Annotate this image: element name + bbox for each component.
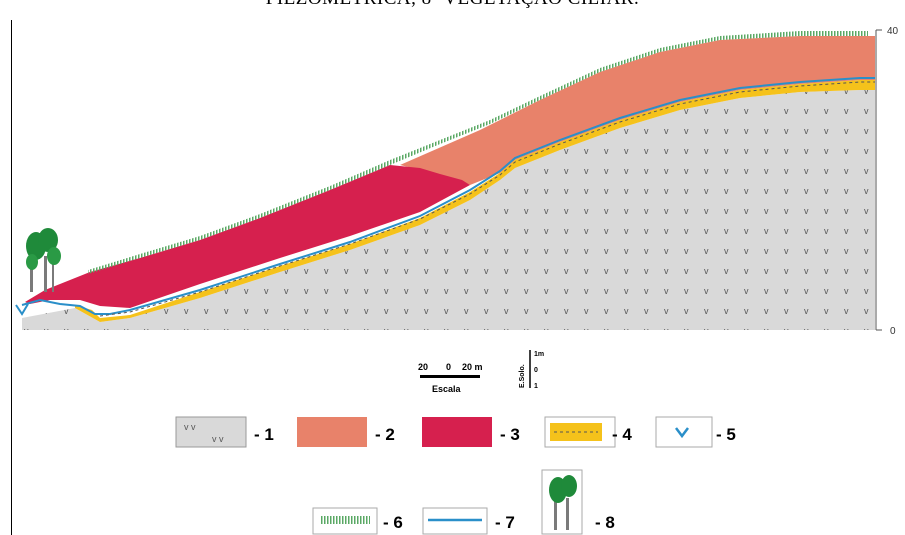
legend-item-8: - 8	[541, 469, 615, 535]
legend-item-7: - 7	[422, 507, 515, 535]
vertical-scale-bottom-label: 0	[890, 326, 896, 337]
legend-label-2: - 2	[375, 425, 395, 444]
salmon-soil-layer	[400, 36, 875, 185]
legend-item-3: - 3	[422, 417, 520, 447]
frame-left-border	[11, 20, 12, 535]
soil-scale-bottom: 1	[534, 383, 538, 390]
legend-label-5: - 5	[716, 425, 736, 444]
hscale-caption: Escala	[432, 384, 462, 394]
legend-label-4: - 4	[612, 425, 632, 444]
red-soil-layer	[25, 165, 470, 308]
soil-scale-caption: E.Solo.	[519, 364, 526, 388]
soil-scale-top: 1m	[534, 351, 544, 358]
legend-label-6: - 6	[383, 513, 403, 532]
riparian-tree-icon	[26, 228, 61, 292]
water-table-legend-icon	[675, 427, 689, 439]
bedrock-v-pattern	[22, 90, 875, 330]
legend-item-4: - 4	[544, 416, 632, 448]
water-table-icon	[15, 303, 29, 316]
legend-label-1: - 1	[254, 425, 274, 444]
svg-text:v v: v v	[184, 422, 196, 432]
legend-item-2: - 2	[297, 417, 395, 447]
piezometric-line	[21, 77, 875, 315]
hscale-bar	[420, 375, 480, 378]
surface-vegetation-strip	[88, 31, 868, 274]
soil-scale-middle: 0	[534, 367, 538, 374]
hscale-right-label: 20 m	[462, 362, 483, 372]
legend-item-6: - 6	[312, 507, 403, 535]
vertical-scale-top-label: 40	[887, 26, 899, 37]
dashed-line	[99, 81, 875, 317]
legend-item-1: v v v v - 1	[175, 416, 274, 448]
figure-title: PIEZOMÉTRICA, 8- VEGETAÇÃO CILIAR.	[0, 0, 905, 10]
legend-label-8: - 8	[595, 513, 615, 532]
legend-item-5: - 5	[655, 416, 736, 448]
legend-label-7: - 7	[495, 513, 515, 532]
hscale-left-label: 20	[418, 362, 428, 372]
legend-label-3: - 3	[500, 425, 520, 444]
svg-text:v v: v v	[212, 434, 224, 444]
hscale-middle-label: 0	[446, 362, 451, 372]
